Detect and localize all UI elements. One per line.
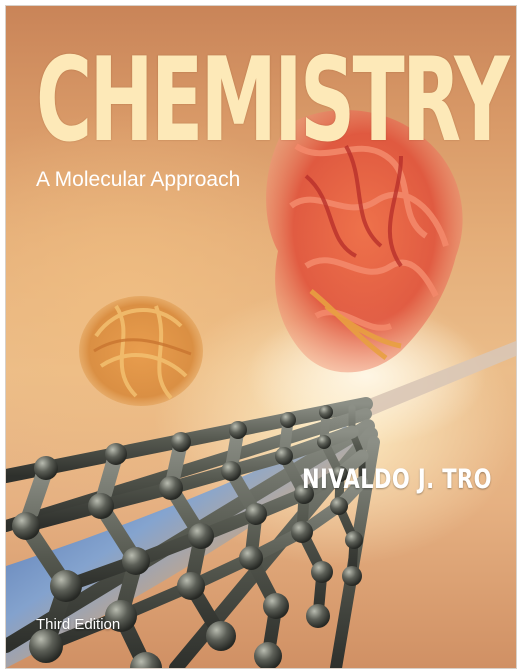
protein-molecule-large: [266, 109, 463, 373]
book-subtitle: A Molecular Approach: [36, 168, 241, 191]
cover-illustration: [6, 109, 516, 668]
book-cover: CHEMISTRY A Molecular Approach NIVALDO J…: [5, 5, 517, 669]
book-edition: Third Edition: [36, 616, 121, 633]
book-author: NIVALDO J. TRO: [302, 464, 492, 495]
book-title: CHEMISTRY: [36, 33, 510, 168]
protein-molecule-small: [79, 296, 203, 406]
